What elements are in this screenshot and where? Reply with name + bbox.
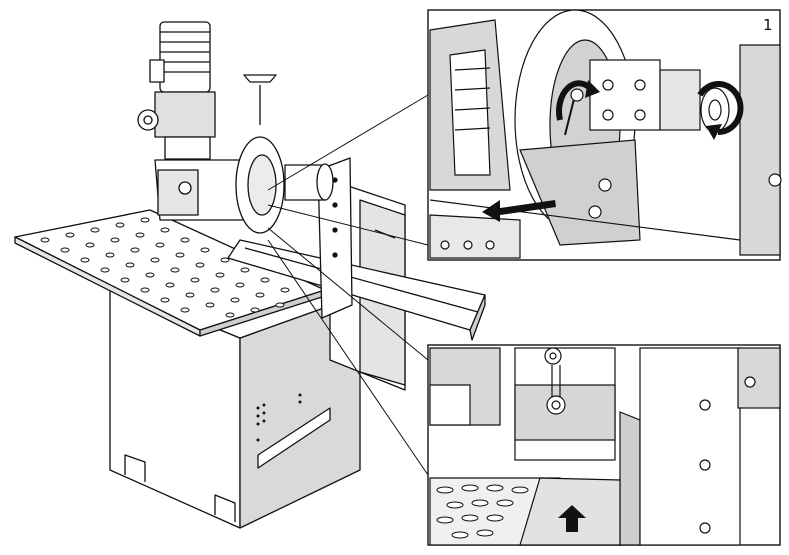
t-handle: [243, 74, 277, 83]
vent-holes: [256, 393, 302, 442]
rotate-arrow-right-icon: [697, 81, 744, 136]
detail-panel-2: 2: [427, 344, 781, 546]
table-holes: [40, 217, 290, 318]
table-holes-detail: [436, 484, 529, 539]
rotate-arrow-icon: [556, 80, 595, 121]
detail-panel-1: 1: [427, 9, 782, 261]
guide-rail: [227, 239, 486, 341]
panel-1-number: 1: [763, 16, 773, 34]
milling-head: [137, 21, 334, 234]
direction-arrows-panel-1: [482, 80, 744, 222]
perforated-table: [14, 209, 326, 337]
arrow-up-icon: [558, 505, 586, 532]
arrow-left-icon: [482, 200, 556, 222]
machine-illustration: [14, 21, 486, 529]
callout-lines: [267, 94, 429, 476]
